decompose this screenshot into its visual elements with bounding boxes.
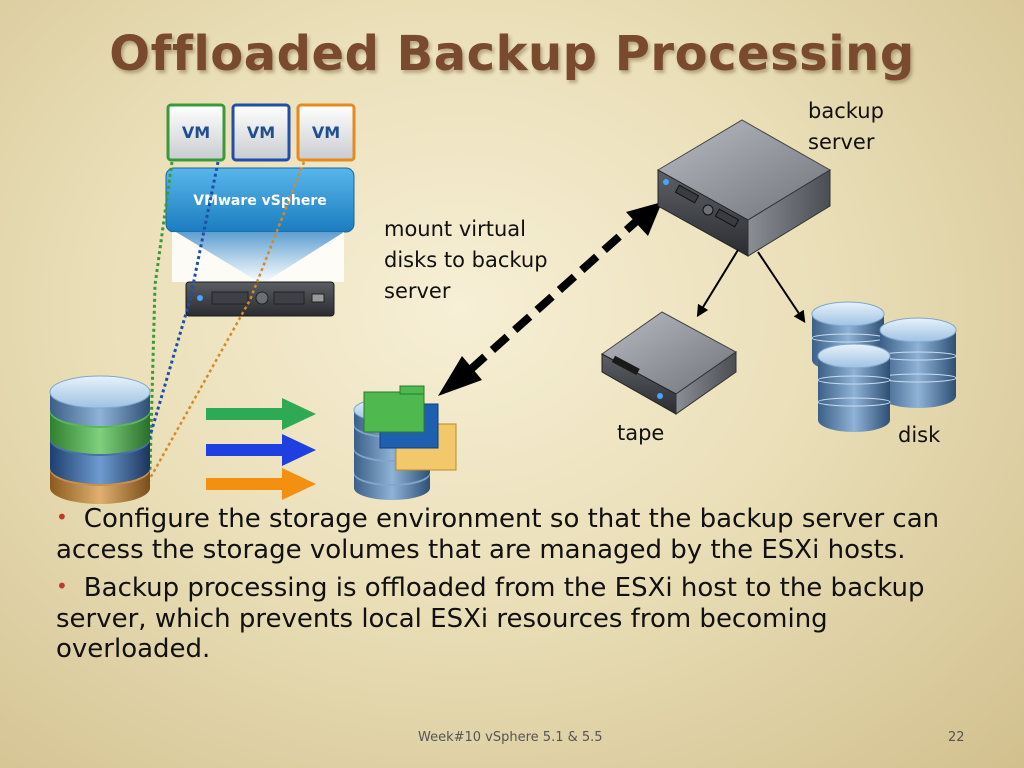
- tape-label: tape: [617, 421, 665, 445]
- vsphere-hypervisor-bar: VMware vSphere: [165, 167, 355, 233]
- slide-title: Offloaded Backup Processing: [109, 26, 915, 82]
- esxi-host-server-icon: [185, 281, 335, 317]
- host-projection: [176, 232, 344, 284]
- disk-stack-icon: [879, 317, 957, 408]
- vm-box-icon: VM: [166, 103, 226, 162]
- bullet-list: •Configure the storage environment so th…: [56, 504, 986, 672]
- footer-text: Week#10 vSphere 5.1 & 5.5: [418, 730, 603, 745]
- vm-box-icon: VM: [296, 103, 356, 162]
- vm-label-2: VM: [247, 123, 275, 142]
- vm-label-1: VM: [182, 123, 210, 142]
- backup-server-icon: [656, 119, 831, 257]
- bullet-text: Configure the storage environment so tha…: [56, 504, 940, 565]
- mount-bidirectional-arrow: [438, 202, 662, 396]
- backup-server-label-line-2: server: [808, 130, 875, 154]
- vm-green-link: [148, 161, 174, 471]
- flow-arrow-green: [206, 398, 316, 430]
- bullet-dot: •: [56, 574, 68, 598]
- page-number: 22: [948, 730, 965, 745]
- flow-arrow-blue: [206, 434, 316, 466]
- bullet-item: •Backup processing is offloaded from the…: [56, 573, 986, 664]
- tape-drive-icon: [601, 311, 737, 415]
- backup-server-label-line-1: backup: [808, 99, 884, 123]
- to-tape-arrow: [696, 249, 739, 318]
- mount-label-line-2: disks to backup: [384, 248, 548, 272]
- folder-icon: [363, 385, 425, 433]
- disk-stack-icon: [817, 343, 891, 432]
- esxi-datastore-icon: [49, 375, 151, 504]
- vm-orange-link: [146, 161, 306, 483]
- vm-blue-link: [138, 161, 220, 471]
- mount-label-line-3: server: [384, 279, 451, 303]
- bullet-text: Backup processing is offloaded from the …: [56, 573, 925, 664]
- vm-box-icon: VM: [231, 103, 291, 162]
- flow-arrow-orange: [206, 468, 316, 500]
- vm-label-3: VM: [312, 123, 340, 142]
- to-disk-arrow: [757, 251, 806, 323]
- backup-server-label: backup server: [808, 96, 884, 158]
- bullet-dot: •: [56, 505, 68, 529]
- mount-label: mount virtual disks to backup server: [384, 214, 548, 307]
- mount-label-line-1: mount virtual: [384, 217, 526, 241]
- vsphere-label: VMware vSphere: [193, 193, 327, 209]
- disk-label: disk: [898, 423, 941, 447]
- bullet-item: •Configure the storage environment so th…: [56, 504, 986, 565]
